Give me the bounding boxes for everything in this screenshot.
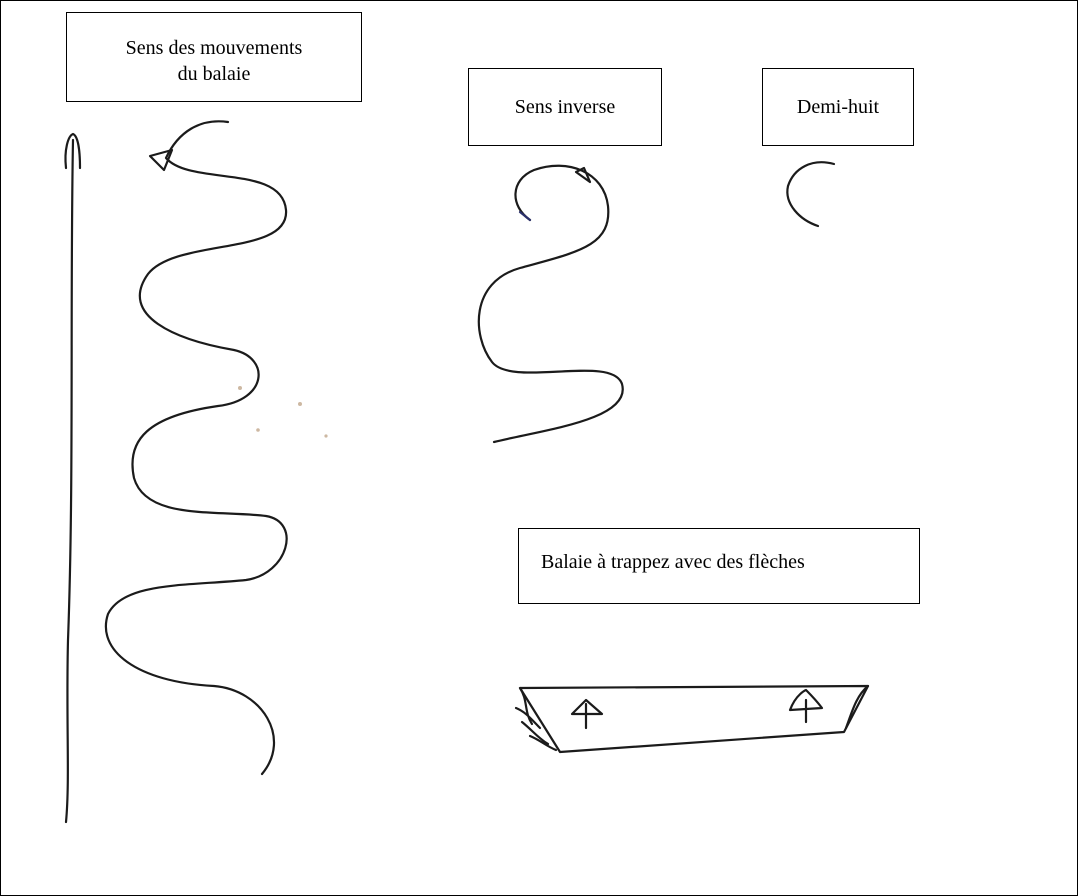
broom-left-arrow-icon — [572, 700, 602, 728]
label-sens-line-1: Sens des mouvements — [67, 35, 361, 61]
paper-speck — [238, 386, 242, 390]
label-demi-huit: Demi-huit — [762, 68, 914, 146]
label-balaie-text: Balaie à trappez avec des flèches — [541, 551, 805, 573]
broom-trapezoid — [520, 686, 868, 752]
label-sens-inverse: Sens inverse — [468, 68, 662, 146]
sweep-serpentine-path — [106, 121, 287, 774]
broom-right-arrow-icon — [790, 690, 822, 722]
reverse-serpentine-path — [479, 166, 623, 442]
label-inverse-text: Sens inverse — [515, 96, 616, 118]
label-demi-text: Demi-huit — [797, 96, 879, 118]
paper-speck — [324, 434, 327, 437]
label-sens-line-2: du balaie — [67, 61, 361, 87]
paper-speck — [256, 428, 260, 432]
paper-speck — [298, 402, 302, 406]
broom-left-bristles — [516, 688, 556, 750]
vertical-arrow-shaft — [66, 140, 73, 822]
reverse-start-tick — [520, 212, 530, 220]
label-balaie-trappez: Balaie à trappez avec des flèches — [518, 528, 920, 604]
label-sens-mouvements: Sens des mouvements du balaie — [66, 12, 362, 102]
demi-huit-arc — [787, 162, 834, 226]
